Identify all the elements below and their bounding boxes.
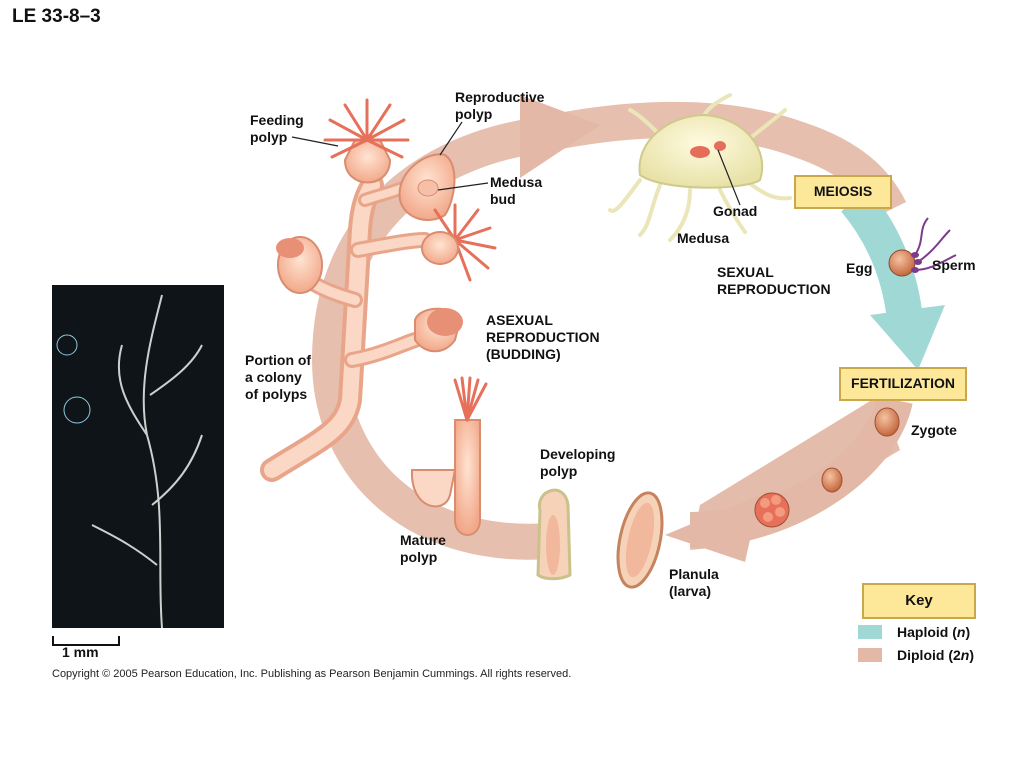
- label-medusa: Medusa: [677, 230, 730, 246]
- label-egg: Egg: [846, 260, 873, 276]
- label-sperm: Sperm: [932, 257, 976, 273]
- planula-larva: [616, 491, 664, 589]
- figure-title: LE 33-8–3: [12, 6, 101, 27]
- key-title: Key: [862, 583, 976, 619]
- developing-polyp: [536, 488, 572, 581]
- label-planula: Planula(larva): [669, 566, 719, 599]
- haploid-arrow: [840, 188, 945, 370]
- scale-bar: [52, 636, 120, 646]
- diploid-swatch: [858, 648, 882, 662]
- diploid-key-label: Diploid (2n): [897, 647, 975, 663]
- copyright-notice: Copyright © 2005 Pearson Education, Inc.…: [52, 668, 572, 680]
- haploid-swatch: [858, 625, 882, 639]
- medusa-illustration: [608, 93, 792, 242]
- meiosis-box: MEIOSIS: [794, 175, 892, 209]
- label-zygote: Zygote: [911, 422, 957, 438]
- scale-bar-label: 1 mm: [62, 644, 99, 660]
- colony-micrograph: [52, 285, 224, 628]
- label-gonad: Gonad: [713, 203, 758, 219]
- zygote-stages: [754, 407, 900, 528]
- polyp-colony: [260, 98, 497, 536]
- egg-and-sperm: [888, 217, 957, 277]
- haploid-key-label: Haploid (n): [897, 624, 971, 640]
- fertilization-box: FERTILIZATION: [839, 367, 967, 401]
